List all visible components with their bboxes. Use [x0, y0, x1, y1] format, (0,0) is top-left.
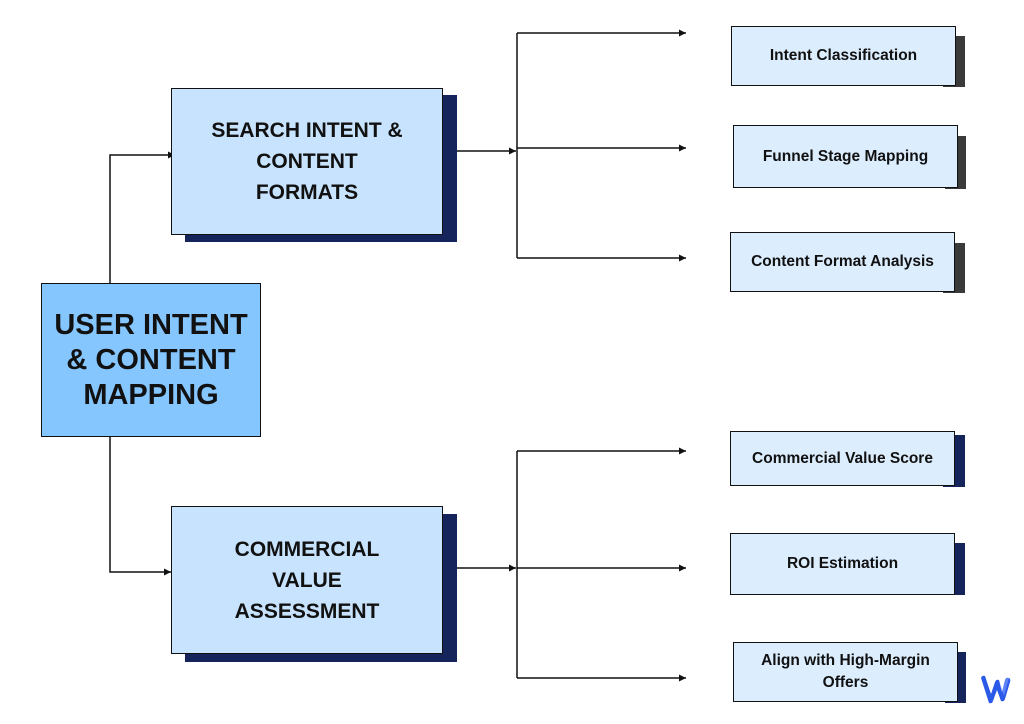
- leaf-node-roi-estimation: ROI Estimation: [730, 533, 955, 595]
- branch-node-search-intent: SEARCH INTENT & CONTENT FORMATS: [171, 88, 443, 235]
- leaf-node-label: Align with High-Margin Offers: [761, 652, 930, 691]
- branch-node-line: FORMATS: [255, 181, 359, 204]
- root-node: USER INTENT & CONTENT MAPPING: [41, 283, 261, 437]
- leaf-node-label: Content Format Analysis: [751, 253, 934, 270]
- connector-root-to-branch: [109, 437, 171, 576]
- branch-node-line: VALUE: [272, 568, 342, 592]
- leaf-node-label: ROI Estimation: [786, 555, 899, 572]
- branch-node-text: COMMERCIAL VALUE ASSESSMENT: [235, 534, 380, 627]
- leaf-node-commercial-value-score: Commercial Value Score: [730, 431, 955, 486]
- leaf-node-label: Funnel Stage Mapping: [762, 147, 929, 165]
- root-node-line: USER INTENT: [54, 308, 248, 341]
- brand-logo-icon: [981, 675, 1011, 704]
- branch-node-text: SEARCH INTENT & CONTENT FORMATS: [211, 115, 402, 208]
- leaf-node-intent-classification: Intent Classification: [731, 26, 956, 86]
- root-node-line: MAPPING: [83, 378, 219, 411]
- root-node-text: USER INTENT & CONTENT MAPPING: [54, 308, 247, 413]
- leaf-node-content-format-analysis: Content Format Analysis: [730, 232, 955, 292]
- root-node-line: & CONTENT: [66, 343, 236, 376]
- branch-node-line: ASSESSMENT: [234, 599, 380, 623]
- leaf-node-label: Intent Classification: [769, 47, 918, 64]
- leaf-node-label: Commercial Value Score: [752, 449, 933, 467]
- branch-node-line: CONTENT: [256, 150, 358, 173]
- leaf-node-align-high-margin: Align with High-Margin Offers: [733, 642, 958, 702]
- leaf-node-funnel-stage-mapping: Funnel Stage Mapping: [733, 125, 958, 188]
- connector-root-to-branch: [109, 151, 175, 283]
- branch-node-commercial-value: COMMERCIAL VALUE ASSESSMENT: [171, 506, 443, 654]
- branch-node-line: COMMERCIAL: [234, 537, 380, 561]
- branch-node-line: SEARCH INTENT &: [211, 119, 403, 142]
